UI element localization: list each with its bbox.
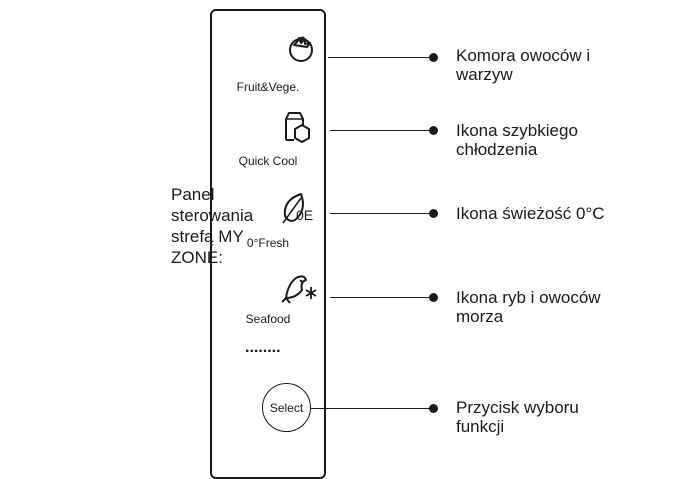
- leader-line-select: [311, 408, 433, 409]
- leader-line-fresh: [330, 213, 433, 214]
- callout-quickcool: Ikona szybkiego chłodzenia: [456, 121, 578, 159]
- callout-fruit-line-2: warzyw: [456, 65, 513, 84]
- zone-label-fresh: 0°Fresh: [246, 236, 290, 250]
- leader-line-fruit: [328, 57, 433, 58]
- callout-fruit: Komora owoców i warzyw: [456, 46, 590, 84]
- leader-dot-seafood: [429, 293, 438, 302]
- panel-description: Panel sterowania strefą MY ZONE:: [171, 185, 254, 267]
- leader-line-seafood: [330, 297, 433, 298]
- callout-fruit-line-1: Komora owoców i: [456, 46, 591, 65]
- callout-quickcool-line-1: Ikona szybkiego: [456, 121, 578, 140]
- leader-dot-quickcool: [429, 126, 438, 135]
- callout-select-line-1: Przycisk wyboru: [456, 398, 579, 417]
- zone-label-fruit: Fruit&Vege.: [236, 80, 300, 94]
- quick-cool-icon: [285, 112, 310, 143]
- callout-select-line-2: funkcji: [456, 417, 505, 436]
- leader-dot-select: [429, 404, 438, 413]
- leader-line-quickcool: [330, 130, 433, 131]
- callout-seafood-line-1: Ikona ryb i owoców: [456, 288, 601, 307]
- callout-seafood-line-2: morza: [456, 307, 504, 326]
- seafood-icon: [281, 275, 317, 304]
- leader-dot-fruit: [429, 53, 438, 62]
- select-button[interactable]: Select: [262, 383, 311, 432]
- callout-seafood: Ikona ryb i owoców morza: [456, 288, 601, 326]
- more-zones-separator: ........: [245, 339, 281, 356]
- zone-label-quickcool: Quick Cool: [238, 154, 298, 168]
- callout-fresh-line-1: Ikona świeżość 0°C: [456, 204, 605, 223]
- callout-quickcool-line-2: chłodzenia: [456, 140, 538, 159]
- callout-select: Przycisk wyboru funkcji: [456, 398, 579, 436]
- leader-dot-fresh: [429, 209, 438, 218]
- zone-label-seafood: Seafood: [245, 312, 291, 326]
- zero-fresh-icon-text: 0E: [296, 207, 313, 223]
- fruit-vegetable-icon: [288, 36, 314, 62]
- callout-fresh: Ikona świeżość 0°C: [456, 204, 605, 223]
- zero-fresh-icon: 0E: [282, 193, 313, 224]
